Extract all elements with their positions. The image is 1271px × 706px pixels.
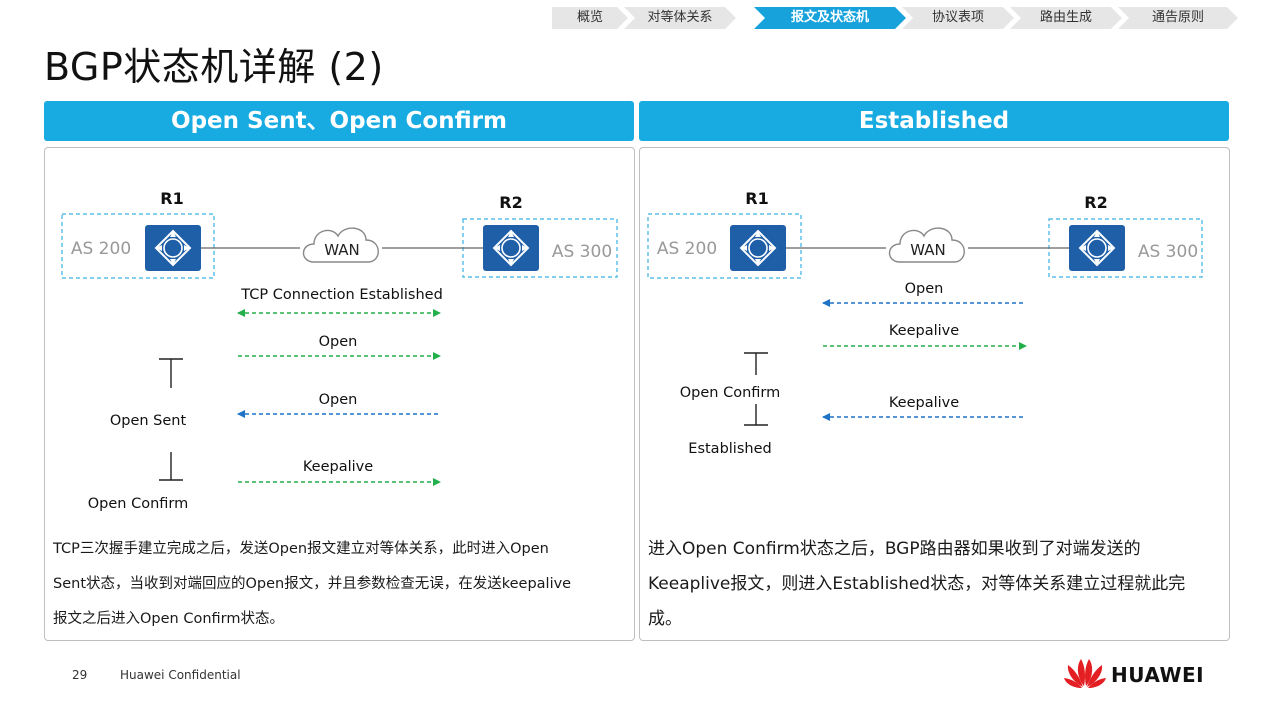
nav-item-label: 通告原则 — [1151, 10, 1204, 25]
nav-item-label: 协议表项 — [931, 10, 984, 25]
nav-item-label: 对等体关系 — [647, 10, 713, 25]
description-line: Keeaplive报文，则进入Established状态，对等体关系建立过程就此… — [648, 574, 1186, 594]
left-description: TCP三次握手建立完成之后，发送Open报文建立对等体关系，此时进入Open S… — [53, 532, 628, 637]
nav-item-protocol-tables[interactable]: 协议表项 — [902, 7, 1014, 29]
nav-item-label: 报文及状态机 — [790, 10, 869, 25]
description-line: 进入Open Confirm状态之后，BGP路由器如果收到了对端发送的 — [648, 539, 1141, 559]
nav-item-label: 概览 — [576, 10, 603, 25]
nav-item-route-generation[interactable]: 路由生成 — [1010, 7, 1122, 29]
page-title: BGP状态机详解 (2) — [44, 45, 384, 89]
description-line: 报文之后进入Open Confirm状态。 — [53, 611, 284, 627]
description-line: TCP三次握手建立完成之后，发送Open报文建立对等体关系，此时进入Open — [53, 541, 549, 557]
description-line: Sent状态，当收到对端回应的Open报文，并且参数检查无误，在发送keepal… — [53, 576, 572, 592]
left-panel-header: Open Sent、Open Confirm — [44, 101, 634, 141]
description-line: 成。 — [648, 609, 682, 629]
brand-name: HUAWEI — [1111, 663, 1205, 687]
right-panel-header: Established — [639, 101, 1229, 141]
page-number: 29 — [72, 668, 88, 682]
nav-item-advertisement-rules[interactable]: 通告原则 — [1118, 7, 1238, 29]
right-description: 进入Open Confirm状态之后，BGP路由器如果收到了对端发送的 Keea… — [648, 532, 1223, 637]
nav-item-label: 路由生成 — [1039, 10, 1092, 25]
nav-item-messages-state-machine[interactable]: 报文及状态机 — [754, 7, 906, 29]
nav-item-overview[interactable]: 概览 — [552, 7, 628, 29]
nav-item-peer-relations[interactable]: 对等体关系 — [624, 7, 736, 29]
confidential-label: Huawei Confidential — [120, 668, 241, 682]
huawei-logo-icon — [1064, 659, 1106, 688]
